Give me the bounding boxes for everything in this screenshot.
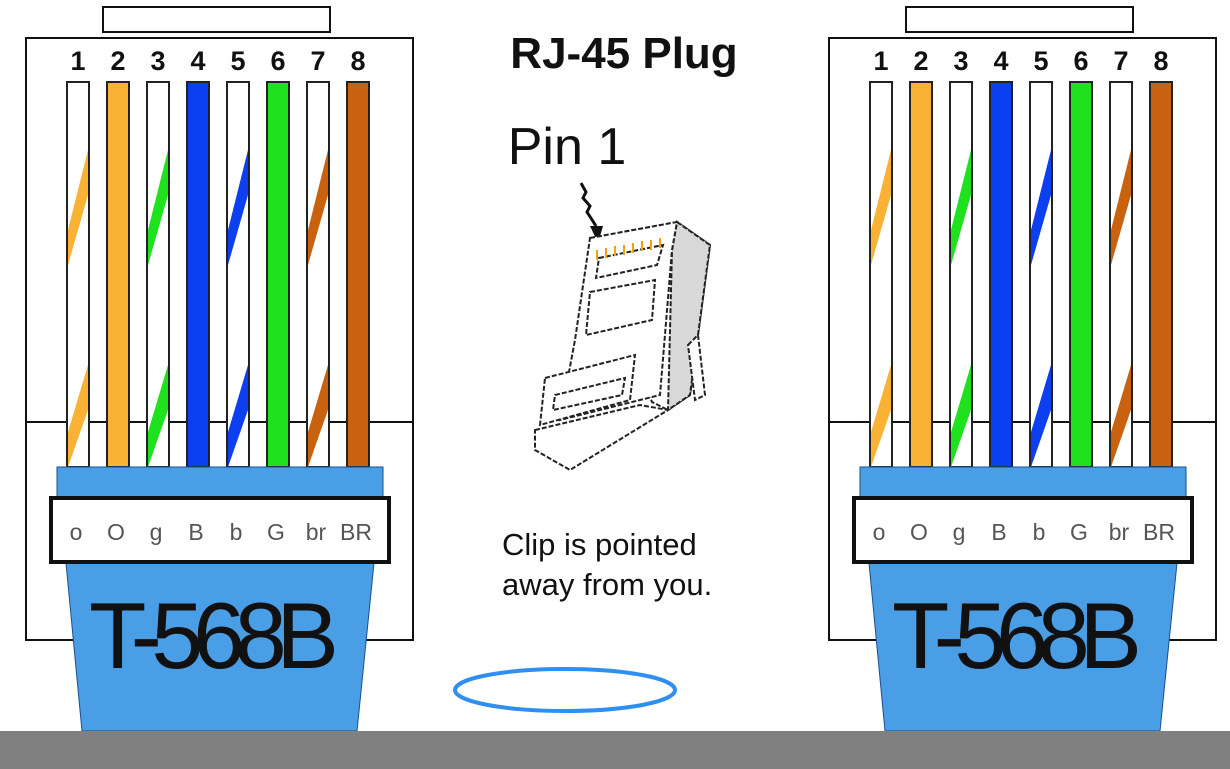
color-code-label: G — [267, 519, 285, 545]
wire-pin-7 — [1109, 81, 1133, 468]
wire-pin-1 — [869, 81, 893, 468]
color-code-label: b — [1033, 519, 1046, 545]
color-code-box — [49, 496, 391, 564]
pin-number: 3 — [953, 46, 968, 76]
wire-pin-7 — [306, 81, 330, 468]
wire-pin-4 — [186, 81, 210, 468]
wire-pin-8 — [346, 81, 370, 468]
wire-pin-5 — [226, 81, 250, 468]
color-code-label: O — [107, 519, 125, 545]
wire-pin-5 — [1029, 81, 1053, 468]
pin-number: 7 — [310, 46, 325, 76]
pin-number: 8 — [1153, 46, 1168, 76]
color-code-label: br — [1109, 519, 1130, 545]
pin-number: 4 — [190, 46, 205, 76]
wire-pin-2 — [106, 81, 130, 468]
wire-pin-8 — [1149, 81, 1173, 468]
pin-number: 2 — [913, 46, 928, 76]
caption-line-2: away from you. — [502, 567, 712, 602]
color-code-label: O — [910, 519, 928, 545]
wire-pin-2 — [909, 81, 933, 468]
standard-label: T-568B — [892, 583, 1142, 688]
standard-label: T-568B — [89, 583, 339, 688]
jacket-band — [859, 466, 1187, 499]
color-code-label: B — [188, 519, 203, 545]
connector-tab — [102, 6, 331, 33]
wire-pin-3 — [949, 81, 973, 468]
rj45-plug-icon — [534, 220, 712, 472]
wire-pin-6 — [1069, 81, 1093, 468]
pin-number: 5 — [230, 46, 245, 76]
caption-line-1: Clip is pointed — [502, 527, 697, 562]
pin-number: 7 — [1113, 46, 1128, 76]
pin-number: 8 — [350, 46, 365, 76]
color-code-label: br — [306, 519, 327, 545]
pin-number: 2 — [110, 46, 125, 76]
color-code-label: BR — [1143, 519, 1175, 545]
pin-number: 3 — [150, 46, 165, 76]
color-code-label: b — [230, 519, 243, 545]
pin-1-arrow-icon — [579, 182, 603, 243]
pin-1-label: Pin 1 — [508, 118, 627, 176]
color-code-label: g — [953, 519, 966, 545]
wire-pin-4 — [989, 81, 1013, 468]
color-code-label: g — [150, 519, 163, 545]
diagram-title: RJ-45 Plug — [510, 29, 737, 78]
pin-number: 1 — [70, 46, 85, 76]
wire-pin-1 — [66, 81, 90, 468]
jacket-band — [56, 466, 384, 499]
color-code-label: o — [70, 519, 83, 545]
color-code-label: o — [873, 519, 886, 545]
color-code-label: BR — [340, 519, 372, 545]
wire-pin-6 — [266, 81, 290, 468]
pin-number: 5 — [1033, 46, 1048, 76]
color-code-label: B — [991, 519, 1006, 545]
connector-tab — [905, 6, 1134, 33]
color-code-box — [852, 496, 1194, 564]
pin-number: 6 — [1073, 46, 1088, 76]
pin-number: 4 — [993, 46, 1008, 76]
cable-ellipse — [453, 667, 677, 713]
pin-number: 1 — [873, 46, 888, 76]
wire-pin-3 — [146, 81, 170, 468]
color-code-label: G — [1070, 519, 1088, 545]
bottom-bar — [0, 731, 1230, 769]
pin-number: 6 — [270, 46, 285, 76]
